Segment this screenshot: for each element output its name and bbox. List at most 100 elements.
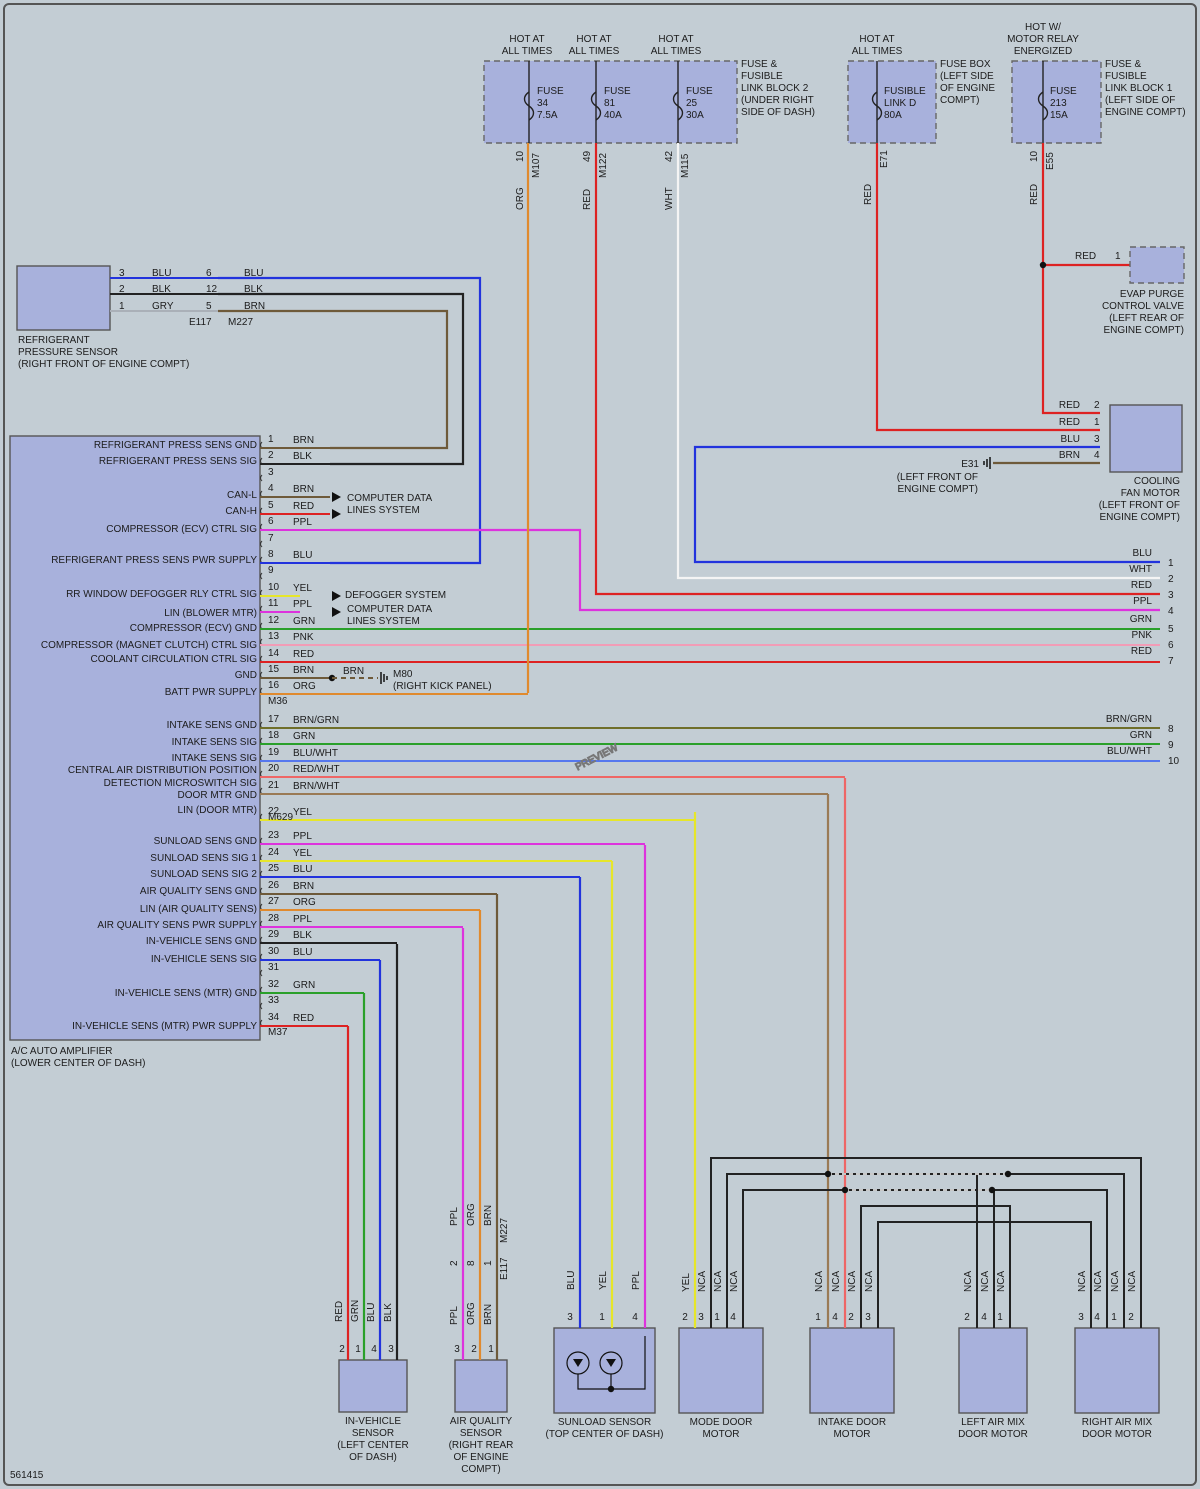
wire-color-label: YEL — [293, 848, 312, 859]
connector-number: 7 — [1168, 656, 1174, 667]
wire-color-label: RED — [1131, 580, 1152, 591]
wire-color-label: BRN — [343, 666, 364, 677]
nca-bus-wire — [877, 1221, 1092, 1328]
amplifier-pin-name: COOLANT CIRCULATION CTRL SIG — [90, 654, 257, 665]
pin-number: 24 — [268, 847, 280, 858]
pin-number: 31 — [268, 962, 280, 973]
splice-dot — [1004, 1170, 1012, 1178]
wire-color-label: BRN — [293, 881, 314, 892]
amplifier-pin-name: AIR QUALITY SENS GND — [140, 886, 257, 897]
amplifier-pin-name: AIR QUALITY SENS PWR SUPPLY — [97, 920, 257, 931]
pin-terminal — [260, 1002, 263, 1010]
ground-location: (RIGHT KICK PANEL) — [393, 681, 492, 692]
connector-id: M227 — [228, 317, 253, 328]
pin-number: 7 — [268, 533, 274, 544]
pin-number: 6 — [268, 516, 274, 527]
pin-number: 30 — [268, 946, 280, 957]
amplifier-pin-name: COMPRESSOR (ECV) CTRL SIG — [106, 524, 257, 535]
sunload-sensor-label: SUNLOAD SENSOR(TOP CENTER OF DASH) — [546, 1417, 664, 1440]
amplifier-pin-name: SUNLOAD SENS GND — [154, 836, 257, 847]
pin-number: 20 — [268, 763, 280, 774]
wire-color-label: PNK — [1131, 630, 1152, 641]
wire-color-label: GRY — [152, 301, 174, 312]
diode-icon — [606, 1359, 616, 1367]
brn-refrigerant-gnd — [218, 309, 449, 450]
wire-color-label: GRN — [293, 731, 315, 742]
pin-number: 32 — [268, 979, 280, 990]
arrow-icon — [332, 607, 341, 617]
amplifier-pin-name: LIN (DOOR MTR) — [178, 805, 257, 816]
wire-color-label: BRN — [1059, 450, 1080, 461]
pin-number: 26 — [268, 880, 280, 891]
wire-color-label: BLU/WHT — [1107, 746, 1152, 757]
pin-terminal — [260, 540, 263, 548]
diode-icon — [573, 1359, 583, 1367]
wire-color-label: ORG — [293, 681, 316, 692]
wire-color-label: RED — [863, 184, 874, 205]
wire-color-label: NCA — [1077, 1271, 1088, 1292]
amplifier-pin-name: IN-VEHICLE SENS (MTR) GND — [115, 988, 257, 999]
mode-door-motor — [678, 1327, 764, 1414]
amplifier-pin-name: RR WINDOW DEFOGGER RLY CTRL SIG — [66, 589, 257, 600]
pin-number: 2 — [449, 1260, 460, 1266]
ground-id: M80 — [393, 669, 413, 680]
amplifier-pin-name: SUNLOAD SENS SIG 1 — [150, 853, 257, 864]
amplifier-pin-name: LIN (BLOWER MTR) — [164, 608, 257, 619]
pin-number: 1 — [599, 1312, 605, 1323]
pin-number: 2 — [268, 450, 274, 461]
connector-id: M36 — [268, 696, 288, 707]
blu-fan-wire — [693, 445, 1160, 564]
wire-color-label: NCA — [996, 1271, 1007, 1292]
wire-color-label: NCA — [1093, 1271, 1104, 1292]
evap-purge-valve — [1129, 246, 1185, 284]
pin-number: 2 — [1094, 400, 1100, 411]
splice-dot — [988, 1186, 996, 1194]
nca-bus-wire — [860, 1205, 1011, 1328]
pin-number: 10 — [268, 582, 280, 593]
fuse-box-left — [847, 60, 937, 144]
pin-number: 21 — [268, 780, 280, 791]
wire-color-label: BRN — [293, 665, 314, 676]
pin-number: 3 — [1094, 434, 1100, 445]
wire-color-label: BLU — [1133, 548, 1152, 559]
pin-number: 4 — [981, 1312, 987, 1323]
pin-terminal — [260, 572, 263, 580]
ground-icon — [380, 672, 388, 684]
pin-number: 1 — [1111, 1312, 1117, 1323]
wire-color-label: RED — [1059, 417, 1080, 428]
wire-color-label: BLU/WHT — [293, 748, 338, 759]
amplifier-pin-name: DOOR MTR GND — [178, 790, 257, 801]
amplifier-pin-name: BATT PWR SUPPLY — [165, 687, 258, 698]
pin-number: 2 — [848, 1312, 854, 1323]
wire-color-label: NCA — [1127, 1271, 1138, 1292]
pin-number: 42 — [664, 150, 675, 162]
pin-number: 2 — [964, 1312, 970, 1323]
splice-dot — [607, 1385, 615, 1393]
in-vehicle-sensor — [338, 1359, 408, 1413]
wire-color-label: BRN/GRN — [1106, 714, 1152, 725]
wire-color-label: PPL — [293, 914, 312, 925]
wire-color-label: BRN — [483, 1304, 494, 1325]
right-air-mix-door-motor — [1074, 1327, 1160, 1414]
connector-id: M37 — [268, 1027, 288, 1038]
wire-color-label: BLK — [293, 930, 312, 941]
intake-door-motor — [809, 1327, 895, 1414]
wire-color-label: BLU — [293, 864, 312, 875]
amplifier-pin-name: REFRIGERANT PRESS SENS PWR SUPPLY — [51, 555, 257, 566]
wire-color-label: PPL — [293, 831, 312, 842]
pin-number: 5 — [206, 301, 212, 312]
wire-color-label: NCA — [980, 1271, 991, 1292]
wire-color-label: PPL — [631, 1271, 642, 1290]
fuse-symbol — [523, 91, 535, 121]
pin-number: 28 — [268, 913, 280, 924]
blu-refrigerant-supply — [218, 276, 482, 565]
pin-number: 22 — [268, 806, 280, 817]
